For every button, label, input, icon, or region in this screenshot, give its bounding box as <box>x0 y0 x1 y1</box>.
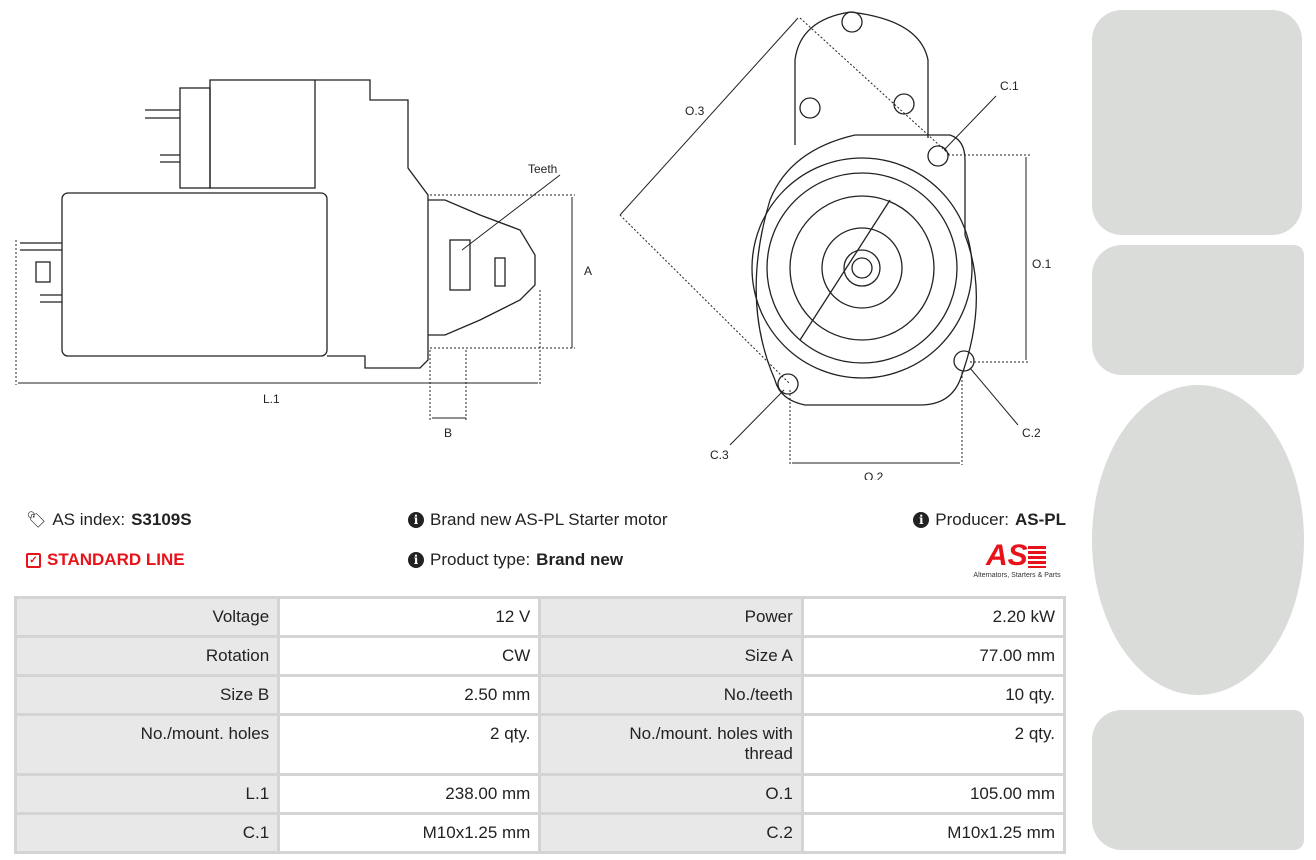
info-icon: i <box>408 512 424 528</box>
side-view-drawing <box>20 79 536 369</box>
spec-label: No./teeth <box>538 674 804 716</box>
as-pl-logo: AS Alternators, Starters & Parts <box>973 539 1061 580</box>
spec-label: L.1 <box>13 773 281 815</box>
info-icon: i <box>913 512 930 528</box>
front-view-drawing <box>751 11 978 406</box>
spec-value: CW <box>277 635 542 677</box>
spec-label: O.1 <box>538 773 804 815</box>
tags-icon: 🏷 <box>26 512 47 529</box>
info-icon: i <box>408 552 424 568</box>
product-photo-side-2 <box>1092 710 1304 850</box>
check-square-icon: ✓ <box>26 552 41 568</box>
label-b: B <box>444 426 452 440</box>
spec-value: 2.20 kW <box>800 596 1067 638</box>
spec-value: 238.00 mm <box>277 773 542 815</box>
spec-value: 105.00 mm <box>800 773 1067 815</box>
as-index-label: AS index: <box>52 510 126 529</box>
spec-value: 2 qty. <box>277 713 542 776</box>
product-photo-side <box>1092 245 1304 375</box>
label-o3: O.3 <box>685 104 705 118</box>
label-a: A <box>584 264 592 278</box>
description-text: Brand new AS-PL Starter motor <box>430 510 668 529</box>
spec-value: M10x1.25 mm <box>277 812 542 854</box>
spec-label: Size B <box>13 674 281 716</box>
spec-label: No./mount. holes with thread <box>538 713 804 776</box>
spec-value: 2.50 mm <box>277 674 542 716</box>
label-o2: O.2 <box>864 470 884 480</box>
spec-label: Rotation <box>13 635 281 677</box>
spec-value: 12 V <box>277 596 542 638</box>
label-c2: C.2 <box>1022 426 1041 440</box>
standard-line-badge: ✓ STANDARD LINE <box>26 550 185 570</box>
producer-label: Producer: <box>935 510 1009 529</box>
label-l1: L.1 <box>263 392 280 406</box>
label-c1: C.1 <box>1000 79 1019 93</box>
label-o1: O.1 <box>1032 257 1052 271</box>
spec-label: No./mount. holes <box>13 713 281 776</box>
as-index-value: S3109S <box>131 510 192 529</box>
producer-value: AS-PL <box>1015 510 1066 529</box>
spec-label: Voltage <box>13 596 281 638</box>
description: i Brand new AS-PL Starter motor <box>408 510 667 530</box>
product-type: i Product type: Brand new <box>408 550 623 570</box>
product-type-value: Brand new <box>536 550 624 569</box>
spec-value: 77.00 mm <box>800 635 1067 677</box>
technical-drawing: Teeth A B L.1 O.3 C.1 O.1 C.2 C.3 O.2 <box>15 11 1052 480</box>
line-label: STANDARD LINE <box>47 550 185 569</box>
spec-value: M10x1.25 mm <box>800 812 1067 854</box>
spec-label: C.1 <box>13 812 281 854</box>
label-teeth: Teeth <box>528 162 557 176</box>
spec-label: Size A <box>538 635 804 677</box>
spec-value: 10 qty. <box>800 674 1067 716</box>
product-type-label: Product type: <box>430 550 531 569</box>
spec-label: Power <box>538 596 804 638</box>
producer: i Producer: AS-PL <box>913 510 1066 530</box>
product-photo-front <box>1092 10 1302 235</box>
as-index: 🏷 AS index: S3109S <box>26 510 192 530</box>
product-photo-rear <box>1092 385 1304 695</box>
spec-value: 2 qty. <box>800 713 1067 776</box>
spec-label: C.2 <box>538 812 804 854</box>
label-c3: C.3 <box>710 448 729 462</box>
